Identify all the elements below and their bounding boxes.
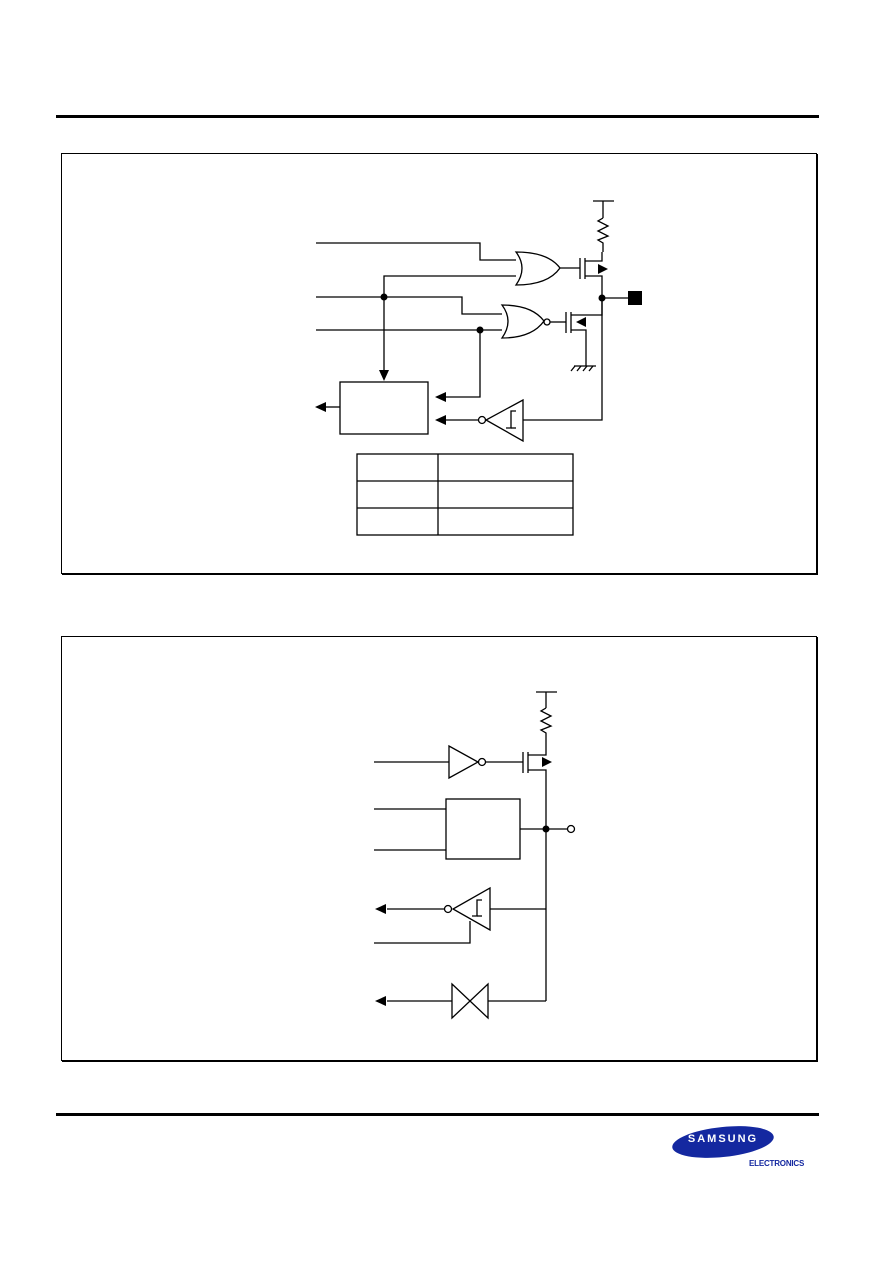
output-pin bbox=[566, 824, 576, 834]
samsung-logo: SAMSUNG bbox=[671, 1125, 775, 1159]
schmitt-buffer bbox=[451, 886, 491, 932]
pmos-arrow bbox=[542, 757, 552, 767]
figure-top-frame bbox=[61, 153, 817, 574]
enable-wire bbox=[374, 921, 471, 944]
inverter-bubble bbox=[477, 757, 487, 767]
input-wire-2 bbox=[316, 296, 502, 315]
figure-bottom-frame bbox=[61, 636, 817, 1061]
brand-subtitle: ELECTRONICS bbox=[749, 1159, 805, 1168]
nmos-arrow bbox=[576, 317, 586, 327]
truth-table bbox=[356, 453, 574, 536]
io-pad bbox=[628, 291, 642, 305]
branch-wire bbox=[383, 275, 516, 297]
arrow-left bbox=[375, 996, 386, 1006]
schmitt-buffer bbox=[484, 398, 524, 443]
header-rule bbox=[56, 115, 819, 118]
circuit-diagram-bottom bbox=[374, 691, 576, 1020]
or-gate bbox=[514, 251, 561, 286]
arrow-down bbox=[379, 370, 389, 381]
schmitt-bubble bbox=[443, 904, 453, 914]
input-wire-1 bbox=[316, 242, 516, 261]
inverter bbox=[448, 744, 480, 780]
arrow-left bbox=[435, 392, 446, 402]
arrow-left bbox=[435, 415, 446, 425]
pullup-resistor bbox=[539, 707, 553, 745]
samsung-oval-icon bbox=[672, 1126, 774, 1158]
junction-dot bbox=[598, 294, 606, 302]
control-block bbox=[339, 381, 429, 435]
feedback-wire bbox=[523, 298, 603, 421]
footer-rule bbox=[56, 1113, 819, 1116]
junction-dot bbox=[542, 825, 550, 833]
transmission-gate bbox=[451, 982, 489, 1020]
circuit-diagram-top bbox=[315, 200, 642, 536]
pullup-resistor bbox=[596, 217, 610, 252]
junction-dot bbox=[476, 326, 484, 334]
nor-gate bbox=[500, 304, 545, 339]
down-wire-2 bbox=[446, 330, 481, 398]
pmos-arrow bbox=[598, 264, 608, 274]
arrow-left bbox=[375, 904, 386, 914]
brand-name: SAMSUNG bbox=[687, 1133, 759, 1145]
junction-dot bbox=[380, 293, 388, 301]
logic-block bbox=[445, 798, 521, 860]
arrow-left bbox=[315, 402, 326, 412]
